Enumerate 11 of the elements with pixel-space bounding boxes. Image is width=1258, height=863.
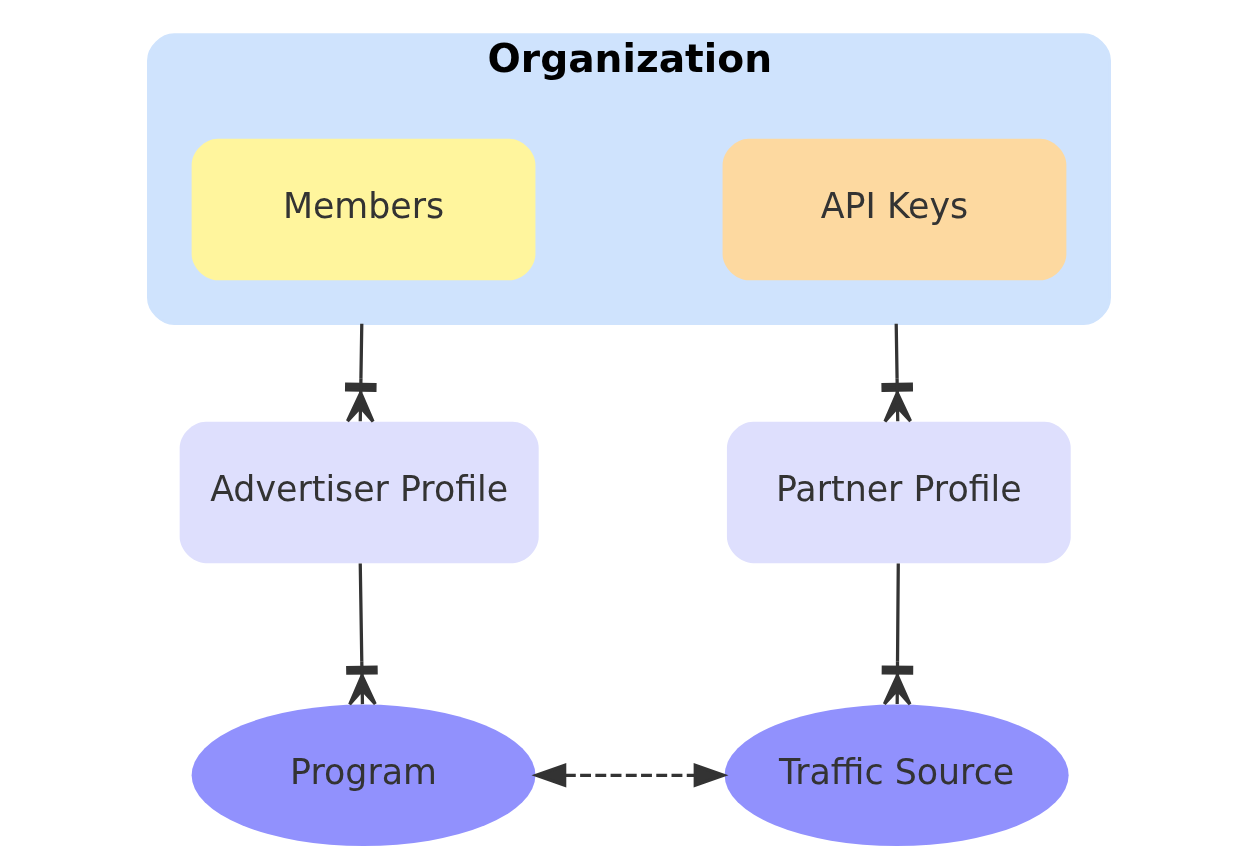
connector (881, 563, 914, 706)
node-ellipse: Program (191, 704, 536, 846)
node-box: API Keys (722, 138, 1067, 281)
arrow (531, 763, 729, 788)
node-box: Members (191, 138, 536, 281)
connector (346, 563, 378, 706)
node-box: Advertiser Profile (179, 421, 539, 564)
node-box: Partner Profile (726, 421, 1071, 564)
connector (344, 323, 377, 424)
connector (881, 323, 914, 424)
node-ellipse: Traffic Source (724, 704, 1069, 846)
